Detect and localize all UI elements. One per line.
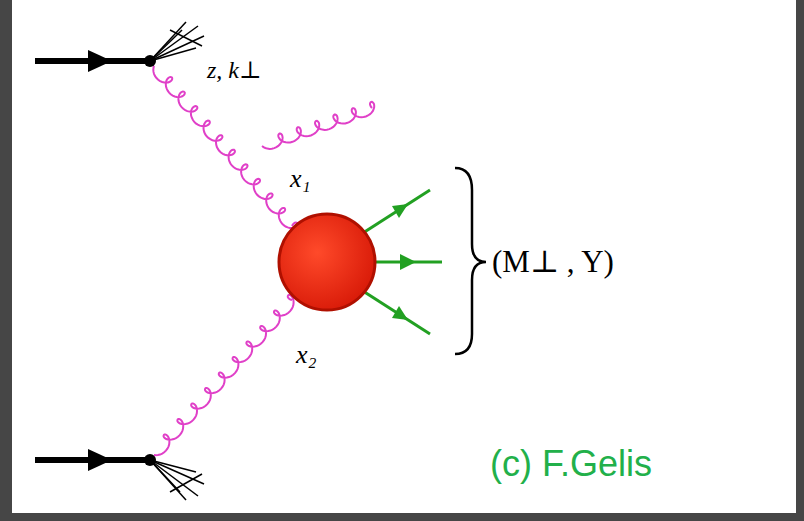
- momentum-label: z, k⊥: [207, 58, 262, 82]
- particle-arrowhead: [392, 204, 416, 320]
- hadron-line: [35, 61, 150, 460]
- gluon-line: [154, 295, 294, 455]
- hard-process-blob: [279, 214, 375, 310]
- curly-brace: [455, 168, 486, 354]
- vertex-dot: [144, 55, 156, 466]
- copyright-note: (c) F.Gelis: [490, 446, 652, 482]
- momentum-fraction-label: x₂: [296, 342, 317, 368]
- hadron-arrowhead: [88, 50, 112, 471]
- remnant-fan: [150, 22, 204, 500]
- final-state-label: (M⊥ , Y): [492, 246, 614, 277]
- gluon-line: [262, 102, 374, 149]
- momentum-fraction-label: x₁: [290, 166, 311, 192]
